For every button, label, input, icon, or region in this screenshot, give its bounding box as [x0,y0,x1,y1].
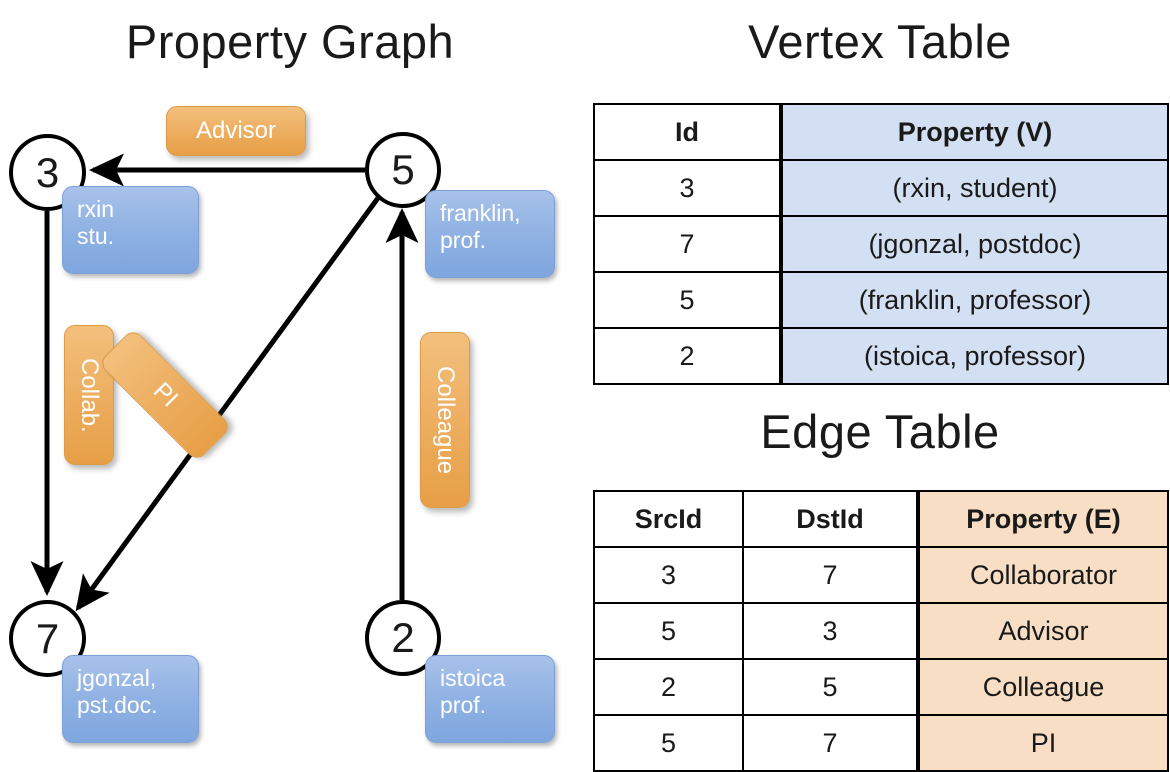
node-property-box-rxin[interactable]: rxin stu. [62,186,199,274]
table-row: 3 7 Collaborator [593,546,1169,604]
vertex-table-header-row: Id Property (V) [593,103,1169,161]
page-title-property-graph: Property Graph [125,15,455,68]
edge-label-collab[interactable]: Collab. [64,325,114,465]
node-property-box-franklin[interactable]: franklin, prof. [425,190,555,278]
edge-label-collab-text: Collab. [76,357,103,433]
table-row: 5 7 PI [593,714,1169,772]
edge-row-3-dstid: 7 [742,714,919,772]
vertex-table: Id Property (V) 3 (rxin, student) 7 (jgo… [593,103,1169,385]
table-row: 7 (jgonzal, postdoc) [593,215,1169,273]
property-graph-diagram: 3 5 7 2 rxin stu. franklin, prof. jgonza… [0,0,585,760]
node-property-box-jgonzal[interactable]: jgonzal, pst.doc. [62,655,199,743]
graph-node-5[interactable]: 5 [365,132,441,208]
vertex-table-header-id: Id [593,103,782,161]
vertex-row-0-id: 3 [593,159,782,217]
vertex-row-1-property: (jgonzal, postdoc) [779,215,1169,273]
node-property-jgonzal-line2: pst.doc. [77,692,158,719]
table-row: 5 3 Advisor [593,602,1169,660]
node-property-istoica-line1: istoica [440,665,506,691]
node-property-istoica-line2: prof. [440,692,487,719]
edge-label-colleague[interactable]: Colleague [420,332,470,508]
vertex-row-0-property: (rxin, student) [779,159,1169,217]
edge-5-to-7 [75,196,381,612]
edge-table-header-dstid: DstId [742,490,919,548]
table-row: 3 (rxin, student) [593,159,1169,217]
node-property-rxin-line1: rxin [77,196,115,222]
edge-row-2-property: Colleague [916,658,1169,716]
graph-node-3-label: 3 [35,148,60,196]
graph-node-7-label: 7 [35,614,60,662]
graph-node-5-label: 5 [391,146,415,193]
edge-table-header-row: SrcId DstId Property (E) [593,490,1169,548]
vertex-row-3-id: 2 [593,327,782,385]
page-title-vertex-table: Vertex Table [748,15,1012,68]
graph-node-2-label: 2 [391,614,415,661]
edge-label-colleague-text: Colleague [432,365,459,475]
edge-row-1-srcid: 5 [593,602,744,660]
edge-row-2-srcid: 2 [593,658,744,716]
edge-label-advisor[interactable]: Advisor [166,106,306,156]
node-property-franklin-line1: franklin, [440,200,521,226]
table-row: 5 (franklin, professor) [593,271,1169,329]
graph-edges-layer [30,153,419,612]
edge-row-0-dstid: 7 [742,546,919,604]
vertex-row-3-property: (istoica, professor) [779,327,1169,385]
node-property-rxin-line2: stu. [77,223,115,250]
edge-row-3-srcid: 5 [593,714,744,772]
edge-row-1-property: Advisor [916,602,1169,660]
node-property-franklin-line2: prof. [440,227,487,254]
graph-node-2[interactable]: 2 [365,600,441,676]
page-title-edge-table: Edge Table [760,405,1000,458]
vertex-table-header-property: Property (V) [779,103,1169,161]
table-row: 2 5 Colleague [593,658,1169,716]
edge-row-0-srcid: 3 [593,546,744,604]
vertex-row-2-property: (franklin, professor) [779,271,1169,329]
edge-row-1-dstid: 3 [742,602,919,660]
edge-row-2-dstid: 5 [742,658,919,716]
node-property-jgonzal-line1: jgonzal, [77,665,157,691]
edge-label-advisor-text: Advisor [195,117,277,144]
edge-row-3-property: PI [916,714,1169,772]
edge-table-header-srcid: SrcId [593,490,744,548]
edge-table: SrcId DstId Property (E) 3 7 Collaborato… [593,490,1169,772]
edge-row-0-property: Collaborator [916,546,1169,604]
edge-label-pi-text: PI [147,377,183,413]
table-row: 2 (istoica, professor) [593,327,1169,385]
vertex-row-2-id: 5 [593,271,782,329]
edge-table-header-property: Property (E) [916,490,1169,548]
vertex-row-1-id: 7 [593,215,782,273]
node-property-box-istoica[interactable]: istoica prof. [425,655,555,743]
